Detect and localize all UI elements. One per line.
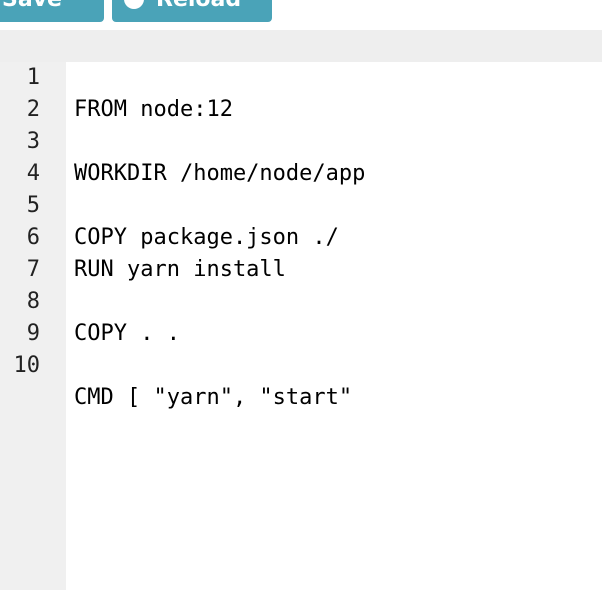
code-line[interactable]: 8 COPY . . xyxy=(0,254,602,346)
line-text: FROM node:12 xyxy=(74,97,233,122)
line-number: 8 xyxy=(26,289,40,314)
code-line[interactable]: 4 xyxy=(0,126,602,186)
reload-icon xyxy=(124,0,144,9)
line-number: 6 xyxy=(26,225,40,250)
code-line[interactable]: 9 xyxy=(0,286,602,346)
toolbar: Save Reload xyxy=(0,0,602,30)
line-number: 9 xyxy=(26,321,40,346)
code-line[interactable]: 7 xyxy=(0,222,602,282)
line-number: 3 xyxy=(26,129,40,154)
code-line[interactable]: 2 xyxy=(0,62,602,122)
code-line[interactable]: 10 CMD [ "yarn", "start" xyxy=(0,318,602,410)
line-text: CMD [ "yarn", "start" xyxy=(74,385,353,410)
code-lines: 1 FROM node:12 2 3 WORKDIR /home/node/ap… xyxy=(0,30,602,410)
line-text: WORKDIR /home/node/app xyxy=(74,161,366,186)
line-number: 4 xyxy=(26,161,40,186)
code-line[interactable]: 3 WORKDIR /home/node/app xyxy=(0,94,602,186)
reload-button-label: Reload xyxy=(156,0,241,12)
line-number: 1 xyxy=(26,65,40,90)
line-number: 7 xyxy=(26,257,40,282)
active-line-highlight xyxy=(0,30,602,62)
save-button[interactable]: Save xyxy=(0,0,104,22)
line-number-gutter xyxy=(0,30,66,590)
code-line[interactable]: 1 FROM node:12 xyxy=(0,30,602,122)
line-text: RUN yarn install xyxy=(74,257,286,282)
line-text: COPY . . xyxy=(74,321,180,346)
code-line[interactable]: 5 COPY package.json ./ xyxy=(0,158,602,250)
reload-button[interactable]: Reload xyxy=(112,0,272,22)
line-number: 10 xyxy=(13,353,41,378)
code-editor[interactable]: 1 FROM node:12 2 3 WORKDIR /home/node/ap… xyxy=(0,30,602,590)
code-line[interactable]: 6 RUN yarn install xyxy=(0,190,602,282)
line-number: 5 xyxy=(26,193,40,218)
save-button-label: Save xyxy=(2,0,62,12)
line-number: 2 xyxy=(26,97,40,122)
line-text: COPY package.json ./ xyxy=(74,225,339,250)
